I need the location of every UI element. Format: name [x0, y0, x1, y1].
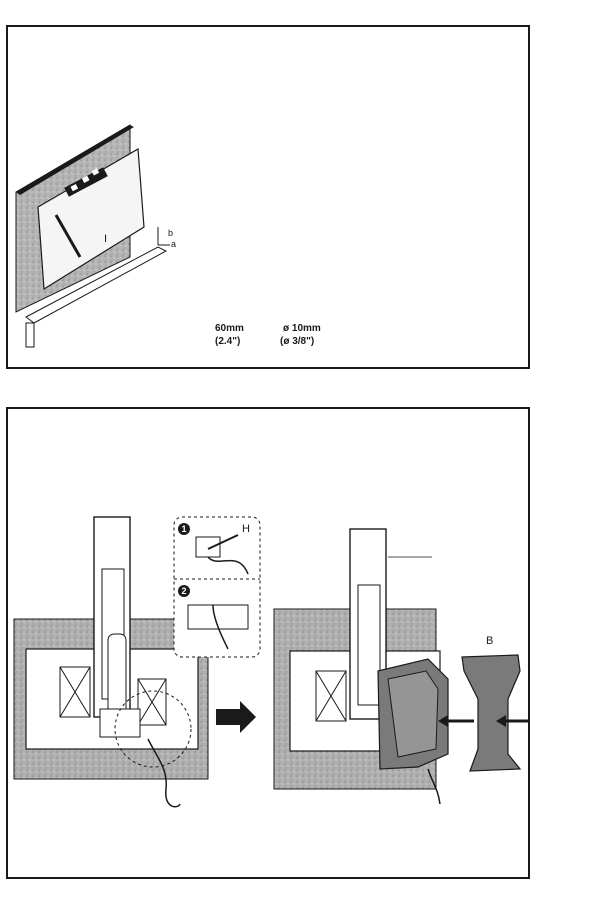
label-level-i: I [104, 233, 107, 245]
drill-depth-mm: 60mm [215, 323, 244, 334]
drill-depth-in: (2.4") [215, 336, 240, 347]
right-arrow-icon [216, 701, 256, 733]
label-a: a [171, 239, 176, 249]
drill-diameter-in: (ø 3/8") [280, 336, 314, 347]
wall-plate-illustration [8, 27, 532, 371]
drill-diameter-mm: ø 10mm [283, 323, 321, 334]
scene-cover-attach [274, 529, 528, 804]
cover-illustration [8, 409, 532, 881]
cover-part-b [462, 655, 520, 771]
scene-template-on-wall [16, 125, 170, 347]
step-badge-1: 1 [178, 523, 190, 535]
label-cover-b: B [486, 635, 493, 647]
installation-panel-wall-plate: I b a 60mm (2.4") ø 10mm (ø 3/8") [6, 25, 530, 369]
label-b: b [168, 228, 173, 238]
installation-panel-cover: 1 2 H B [6, 407, 530, 879]
label-h: H [242, 523, 250, 535]
step-badge-2: 2 [178, 585, 190, 597]
